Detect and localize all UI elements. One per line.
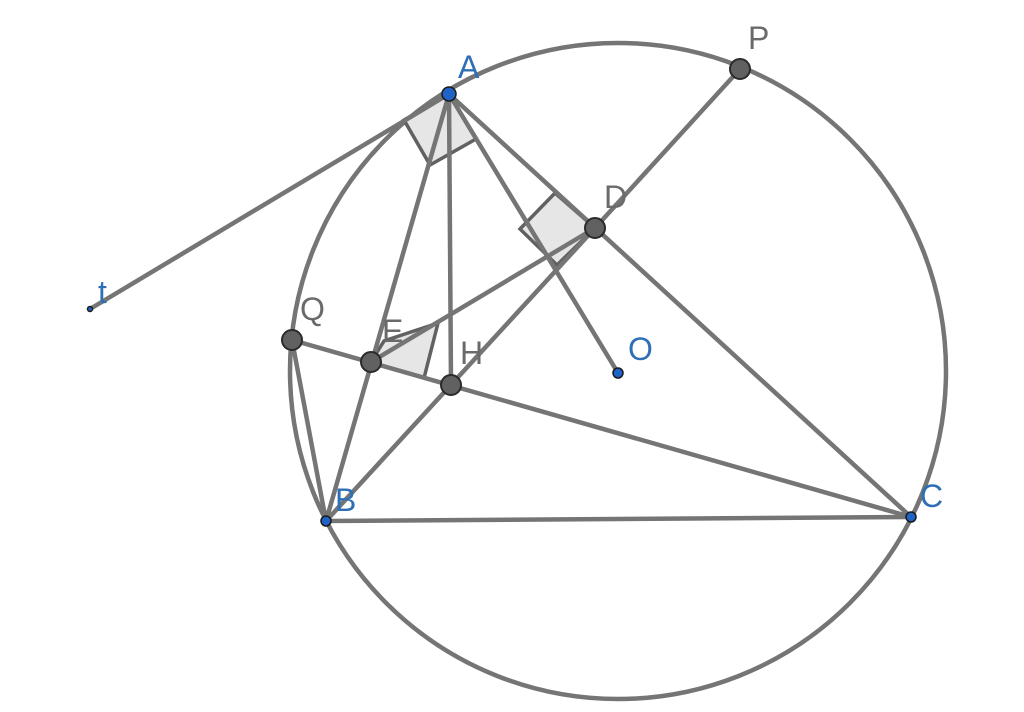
point-t <box>86 305 94 313</box>
label-d: D <box>604 179 627 215</box>
point-b <box>320 515 332 527</box>
segment-bd <box>323 225 598 524</box>
point-q <box>281 329 303 351</box>
point-c <box>905 511 917 523</box>
segment-qb <box>289 337 329 524</box>
segment-qc <box>289 337 914 520</box>
segment-ao <box>446 91 621 376</box>
label-p: P <box>748 20 769 56</box>
point-o <box>612 367 624 379</box>
segment-ah <box>446 91 454 388</box>
label-q: Q <box>300 291 325 327</box>
segment-ed <box>368 225 598 365</box>
label-a: A <box>458 49 480 85</box>
point-h <box>440 374 462 396</box>
segment-bc <box>323 514 914 524</box>
label-e: E <box>382 313 403 349</box>
circumcircle <box>287 40 949 702</box>
point-e <box>360 351 382 373</box>
tangent-line-at <box>87 91 452 312</box>
label-h: H <box>460 335 483 371</box>
segment-ac <box>446 91 914 520</box>
segment-dp <box>592 66 743 231</box>
segment-ab <box>323 91 452 524</box>
label-t: t <box>98 274 107 310</box>
label-o: O <box>628 331 653 367</box>
point-p <box>729 58 751 80</box>
point-d <box>584 217 606 239</box>
label-b: B <box>335 482 356 518</box>
point-a <box>441 86 457 102</box>
label-c: C <box>920 478 943 514</box>
